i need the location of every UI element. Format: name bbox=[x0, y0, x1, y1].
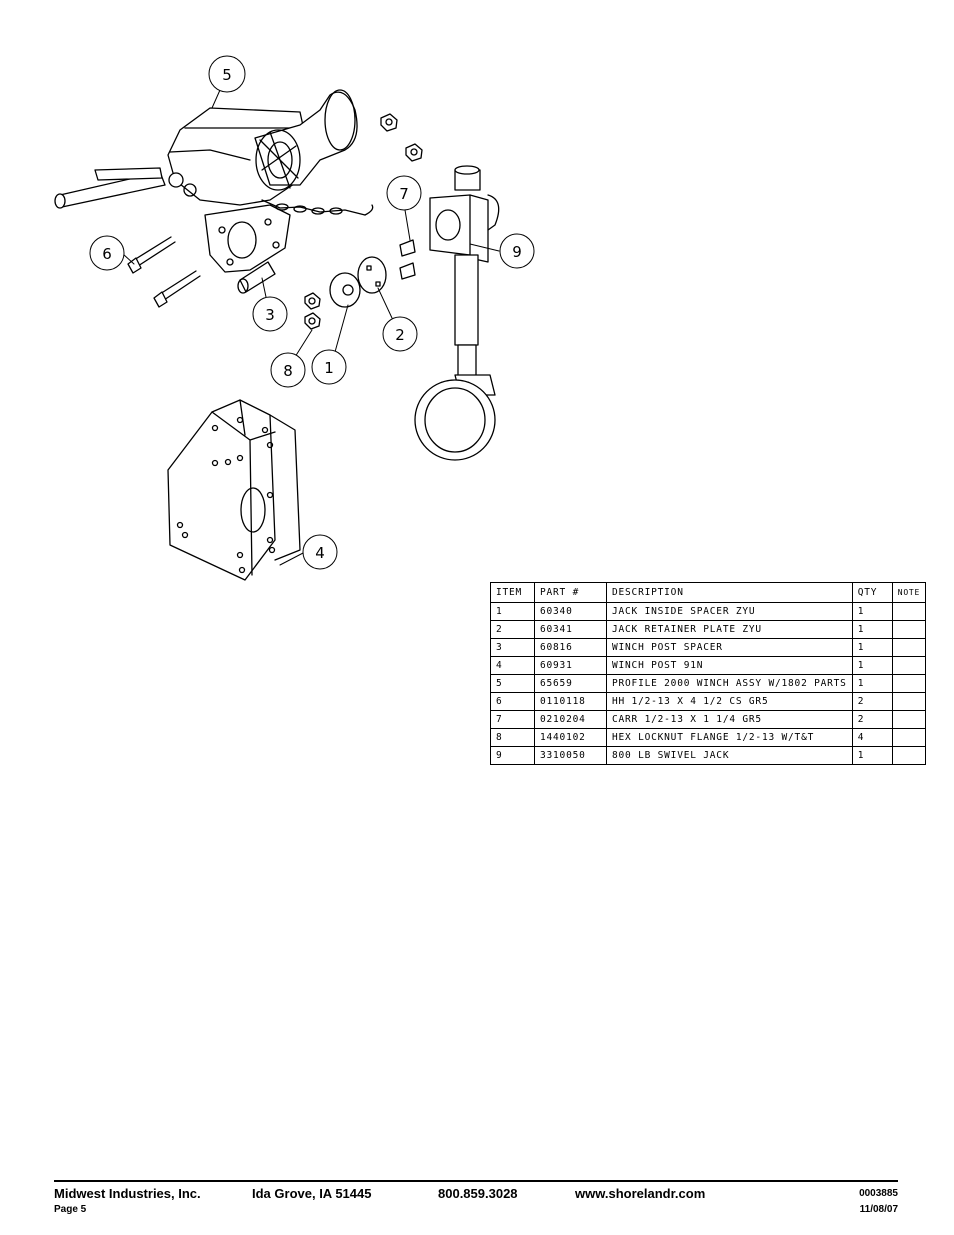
column-header-part-number: PART # bbox=[534, 582, 607, 603]
description-cell: CARR 1/2-13 X 1 1/4 GR5 bbox=[606, 710, 853, 729]
footer-phone: 800.859.3028 bbox=[438, 1186, 518, 1201]
jack-retainer-plate bbox=[357, 256, 387, 294]
part-number-cell: 60816 bbox=[534, 638, 607, 657]
winch-post bbox=[167, 399, 301, 581]
svg-text:1: 1 bbox=[324, 359, 334, 377]
column-header-qty: QTY bbox=[851, 582, 893, 603]
winch-post-spacer bbox=[237, 261, 276, 294]
part-number-cell: 0110118 bbox=[534, 692, 607, 711]
description-cell: HH 1/2-13 X 4 1/2 CS GR5 bbox=[606, 692, 853, 711]
qty-cell: 1 bbox=[851, 674, 893, 693]
description-cell: 800 LB SWIVEL JACK bbox=[606, 746, 853, 765]
item-cell: 9 bbox=[490, 746, 535, 765]
svg-text:4: 4 bbox=[315, 544, 325, 562]
svg-text:8: 8 bbox=[283, 362, 293, 380]
item-cell: 8 bbox=[490, 728, 535, 747]
footer-page-number: Page 5 bbox=[54, 1204, 87, 1215]
description-cell: JACK INSIDE SPACER ZYU bbox=[606, 602, 853, 621]
winch-assembly bbox=[54, 89, 374, 273]
qty-cell: 1 bbox=[851, 602, 893, 621]
description-cell: WINCH POST 91N bbox=[606, 656, 853, 675]
qty-cell: 1 bbox=[851, 746, 893, 765]
callout-1: 1 bbox=[311, 349, 347, 385]
swivel-jack bbox=[414, 165, 500, 461]
part-number-cell: 60341 bbox=[534, 620, 607, 639]
part-number-cell: 65659 bbox=[534, 674, 607, 693]
part-number-cell: 1440102 bbox=[534, 728, 607, 747]
callout-3: 3 bbox=[252, 296, 288, 332]
item-cell: 1 bbox=[490, 602, 535, 621]
item-cell: 2 bbox=[490, 620, 535, 639]
item-cell: 6 bbox=[490, 692, 535, 711]
exploded-parts-diagram: 5 6 7 9 3 2 8 1 4 bbox=[54, 55, 535, 581]
svg-text:7: 7 bbox=[399, 185, 409, 203]
footer-date: 11/08/07 bbox=[859, 1204, 898, 1215]
callout-2: 2 bbox=[382, 316, 418, 352]
jack-inside-spacer bbox=[329, 272, 361, 308]
svg-text:2: 2 bbox=[395, 326, 405, 344]
qty-cell: 1 bbox=[851, 656, 893, 675]
callout-bubbles: 5 6 7 9 3 2 8 1 4 bbox=[89, 55, 535, 570]
item-cell: 4 bbox=[490, 656, 535, 675]
part-number-cell: 60931 bbox=[534, 656, 607, 675]
note-cell bbox=[891, 638, 927, 657]
note-cell bbox=[891, 656, 927, 675]
footer-city: Ida Grove, IA 51445 bbox=[252, 1186, 372, 1201]
svg-text:9: 9 bbox=[512, 243, 522, 261]
description-cell: HEX LOCKNUT FLANGE 1/2-13 W/T&T bbox=[606, 728, 853, 747]
footer-website: www.shorelandr.com bbox=[575, 1186, 706, 1201]
callout-9: 9 bbox=[499, 233, 535, 269]
note-cell bbox=[891, 728, 927, 747]
qty-cell: 2 bbox=[851, 710, 893, 729]
qty-cell: 1 bbox=[851, 638, 893, 657]
description-cell: JACK RETAINER PLATE ZYU bbox=[606, 620, 853, 639]
note-cell bbox=[891, 710, 927, 729]
part-number-cell: 60340 bbox=[534, 602, 607, 621]
callout-8: 8 bbox=[270, 352, 306, 388]
callout-5: 5 bbox=[208, 55, 246, 93]
footer-divider bbox=[54, 1180, 898, 1182]
footer-doc-number: 0003885 bbox=[859, 1188, 898, 1199]
carriage-bolts bbox=[399, 239, 416, 280]
item-cell: 3 bbox=[490, 638, 535, 657]
svg-text:3: 3 bbox=[265, 306, 275, 324]
callout-leaders bbox=[122, 89, 500, 566]
description-cell: PROFILE 2000 WINCH ASSY W/1802 PARTS bbox=[606, 674, 853, 693]
svg-text:5: 5 bbox=[222, 66, 232, 84]
note-cell bbox=[891, 620, 927, 639]
flange-nuts bbox=[304, 113, 423, 330]
item-cell: 5 bbox=[490, 674, 535, 693]
qty-cell: 4 bbox=[851, 728, 893, 747]
footer-company: Midwest Industries, Inc. bbox=[54, 1186, 201, 1201]
description-cell: WINCH POST SPACER bbox=[606, 638, 853, 657]
hex-bolts bbox=[127, 236, 201, 308]
part-number-cell: 3310050 bbox=[534, 746, 607, 765]
part-number-cell: 0210204 bbox=[534, 710, 607, 729]
column-header-description: DESCRIPTION bbox=[606, 582, 853, 603]
note-cell bbox=[891, 674, 927, 693]
item-cell: 7 bbox=[490, 710, 535, 729]
svg-text:6: 6 bbox=[102, 245, 112, 263]
table-header-row: ITEM PART # DESCRIPTION QTY NOTE bbox=[490, 582, 927, 603]
qty-cell: 2 bbox=[851, 692, 893, 711]
column-header-note: NOTE bbox=[891, 582, 927, 603]
callout-7: 7 bbox=[386, 175, 422, 211]
qty-cell: 1 bbox=[851, 620, 893, 639]
column-header-item: ITEM bbox=[490, 582, 535, 603]
callout-4: 4 bbox=[302, 534, 338, 570]
callout-6: 6 bbox=[89, 235, 125, 271]
note-cell bbox=[891, 602, 927, 621]
note-cell bbox=[891, 746, 927, 765]
note-cell bbox=[891, 692, 927, 711]
